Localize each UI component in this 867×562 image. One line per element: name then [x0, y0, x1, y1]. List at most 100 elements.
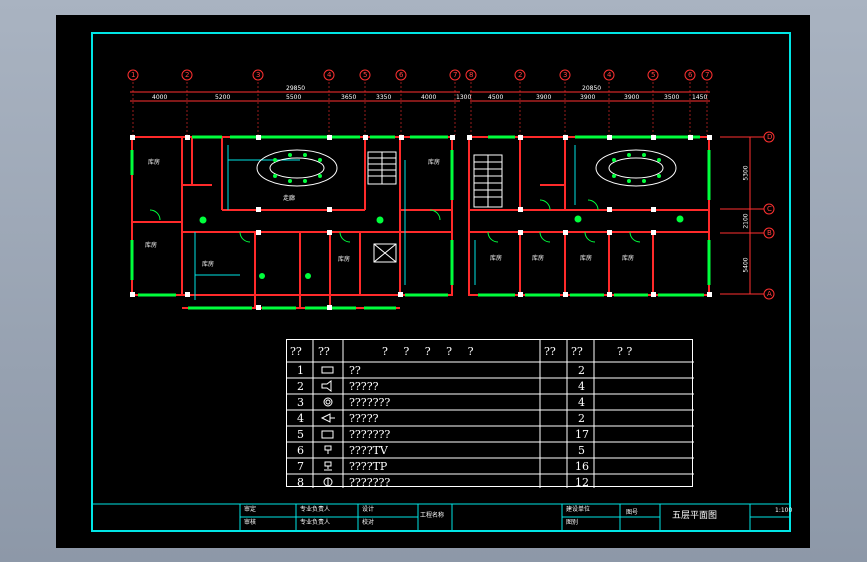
legend-row-no: 3: [297, 396, 304, 409]
legend-row-no: 2: [297, 380, 304, 393]
legend-row-desc: ?????: [349, 412, 379, 425]
legend-row-desc: ????TP: [349, 460, 388, 473]
legend-symbols: [320, 366, 335, 487]
legend-row-qty: 4: [578, 396, 585, 409]
grid-label: 1: [131, 71, 136, 79]
dimension-text: 5500: [286, 94, 302, 101]
grid-label: 5: [651, 71, 656, 79]
legend-row-desc: ???????: [349, 428, 391, 441]
dimension-text: 1450: [692, 94, 708, 101]
legend-row-qty: 5: [578, 444, 585, 457]
stairs: [367, 151, 503, 263]
dimension-text: 3650: [341, 94, 357, 101]
row-label: B: [767, 229, 772, 237]
room-label: 库房: [622, 255, 635, 262]
legend-row-desc: ???????: [349, 396, 391, 409]
grid-label: 3: [563, 71, 568, 79]
row-label: D: [767, 133, 773, 141]
room-label: 走廊: [283, 195, 296, 202]
window-strips: [130, 135, 711, 310]
room-label: 库房: [532, 255, 545, 262]
chairs: [199, 153, 684, 279]
legend-row-no: 8: [297, 476, 304, 489]
dimension-text: 5300: [742, 165, 750, 181]
title-block-cell: 专业负责人: [300, 519, 331, 526]
title-block-cell: 图别: [566, 519, 579, 526]
legend-row-qty: 2: [578, 364, 585, 377]
legend-row-qty: 4: [578, 380, 585, 393]
grid-label: 7: [453, 71, 458, 79]
drawing-title: 五层平面图: [672, 511, 718, 521]
row-label: C: [767, 205, 772, 213]
grid-label: 8: [469, 71, 474, 79]
room-label: 库房: [580, 255, 593, 262]
title-block-cell: 工程名称: [420, 512, 445, 519]
row-label: A: [767, 290, 772, 298]
legend-row-qty: 2: [578, 412, 585, 425]
legend-row-qty: 12: [575, 476, 589, 489]
legend-header-unit: ??: [544, 345, 556, 358]
door-swings: [149, 199, 641, 243]
dimension-text: 4500: [488, 94, 504, 101]
column-markers: [130, 135, 712, 310]
grid-label: 5: [363, 71, 368, 79]
grid-label: 6: [399, 71, 404, 79]
dimension-text: 1300: [456, 94, 472, 101]
title-block-cell: 校对: [362, 519, 375, 526]
dimension-text: 2100: [742, 213, 750, 229]
legend-header-name: ? ? ? ? ?: [382, 345, 480, 358]
title-block-cell: 审核: [244, 519, 257, 526]
legend-row-qty: 17: [575, 428, 589, 441]
grid-label: 3: [256, 71, 261, 79]
dimension-text: 3900: [624, 94, 640, 101]
dimension-text: 5400: [742, 257, 750, 273]
legend-header-symbol: ??: [318, 345, 330, 358]
legend-row-no: 5: [297, 428, 304, 441]
room-label: 库房: [202, 261, 215, 268]
dimension-text: 3500: [664, 94, 680, 101]
dimension-text: 4000: [421, 94, 437, 101]
legend-row-desc: ???????: [349, 476, 391, 489]
drawing-scale: 1:100: [775, 507, 793, 514]
title-block-cell: 建设单位: [566, 506, 591, 513]
legend-row-desc: ??: [349, 364, 361, 377]
legend-table: ?? ?? ? ? ? ? ? ?? ?? ? ? 1 ?? 2 2 ?????…: [286, 339, 694, 489]
legend-row-desc: ????TV: [349, 444, 388, 457]
legend-row-no: 7: [297, 460, 304, 473]
total-dimension: 20850: [582, 85, 602, 92]
title-block: [92, 503, 790, 531]
title-block-cell: 审定: [244, 506, 257, 513]
grid-label: 2: [185, 71, 190, 79]
grid-label: 7: [705, 71, 710, 79]
room-label: 库房: [338, 256, 351, 263]
left-plan-walls: [131, 136, 453, 309]
legend-grid: [287, 340, 694, 488]
dimension-text: 3350: [376, 94, 392, 101]
title-block-cell: 图号: [626, 509, 639, 516]
legend-row-no: 6: [297, 444, 304, 457]
drawing-frame: [91, 32, 791, 532]
legend-row-desc: ?????: [349, 380, 379, 393]
dimension-text: 4000: [152, 94, 168, 101]
legend-header-qty: ??: [571, 345, 583, 358]
meeting-tables: [256, 149, 677, 187]
wiring-lines: [194, 145, 576, 300]
grid-lines: [132, 82, 708, 135]
grid-bubbles: [127, 69, 775, 300]
room-label: 库房: [148, 159, 161, 166]
legend-row-no: 4: [297, 412, 304, 425]
legend-row-no: 1: [297, 364, 304, 377]
title-block-cell: 设计: [362, 506, 375, 513]
dimension-text: 5200: [215, 94, 231, 101]
title-block-cell: 专业负责人: [300, 506, 331, 513]
grid-label: 6: [688, 71, 693, 79]
dimension-lines: [130, 91, 770, 295]
room-label: 库房: [145, 242, 158, 249]
grid-label: 4: [327, 71, 332, 79]
legend-header-remark: ? ?: [617, 345, 633, 358]
total-dimension: 29850: [286, 85, 306, 92]
room-label: 库房: [428, 159, 441, 166]
legend-header-no: ??: [290, 345, 302, 358]
dimension-text: 3900: [580, 94, 596, 101]
